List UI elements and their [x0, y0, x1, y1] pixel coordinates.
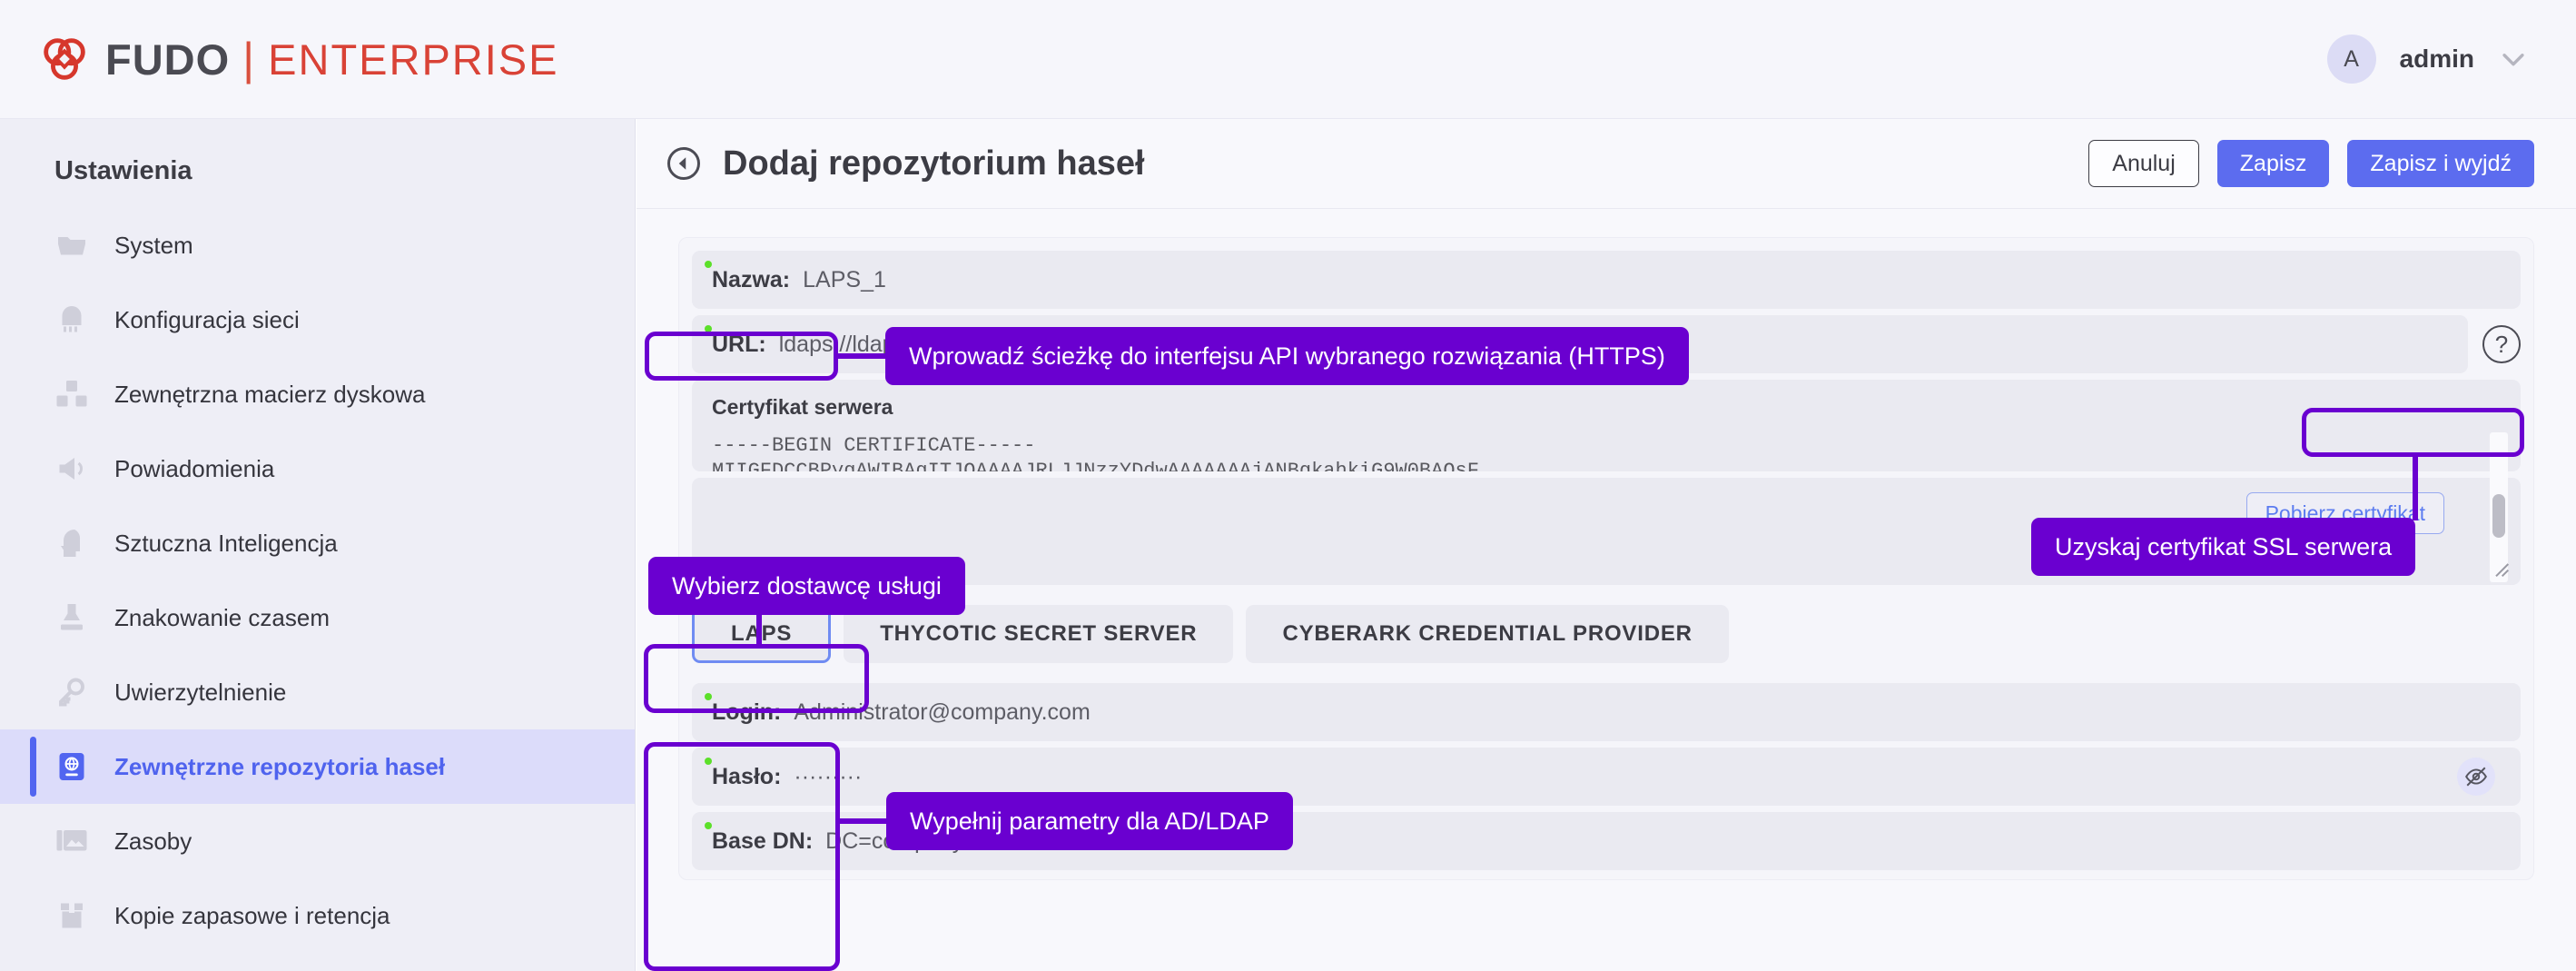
network-port-icon — [54, 302, 89, 337]
url-field-label: URL: — [712, 331, 766, 357]
required-dot-icon — [705, 758, 712, 765]
required-dot-icon — [705, 325, 712, 332]
page-actions: Anuluj Zapisz Zapisz i wyjdź — [2088, 140, 2534, 187]
provider-tabs: LAPS THYCOTIC SECRET SERVER CYBERARK CRE… — [692, 605, 2521, 663]
sidebar-item-label: Znakowanie czasem — [114, 603, 330, 631]
required-dot-icon — [705, 261, 712, 268]
avatar: A — [2326, 35, 2376, 84]
annotation-leader-certificate — [2413, 457, 2418, 520]
save-button[interactable]: Zapisz — [2216, 140, 2330, 187]
sidebar-item-label: Uwierzytelnienie — [114, 678, 287, 706]
logo-primary-text: FUDO — [105, 35, 231, 84]
scrollbar-thumb[interactable] — [2492, 494, 2505, 538]
login-field-label: Login: — [712, 699, 782, 725]
page-header: Dodaj repozytorium haseł Anuluj Zapisz Z… — [637, 119, 2576, 209]
tab-cyberark-credential-provider[interactable]: CYBERARK CREDENTIAL PROVIDER — [1246, 605, 1729, 663]
sidebar-item-uwierzytelnienie[interactable]: Uwierzytelnienie — [0, 655, 635, 729]
sidebar-item-kopie-zapasowe-i-retencja[interactable]: Kopie zapasowe i retencja — [0, 878, 635, 953]
annotation-provider: Wybierz dostawcę usługi — [648, 557, 965, 615]
sidebar-item-powiadomienia[interactable]: Powiadomienia — [0, 431, 635, 506]
sidebar-item-label: Zasoby — [114, 827, 192, 855]
disk-array-icon — [54, 377, 89, 411]
password-field-label: Hasło: — [712, 763, 782, 789]
chevron-down-icon[interactable] — [2498, 44, 2529, 74]
annotation-leader-url — [838, 353, 885, 359]
sidebar-item-label: Zewnętrzne repozytoria haseł — [114, 752, 446, 780]
login-field[interactable]: Login: Administrator@company.com — [692, 683, 2521, 741]
logo-secondary-text: ENTERPRISE — [268, 35, 559, 84]
annotation-leader-credentials — [840, 818, 887, 824]
image-stack-icon — [54, 824, 89, 858]
sidebar-item-sztuczna-inteligencja[interactable]: Sztuczna Inteligencja — [0, 506, 635, 580]
eye-off-icon[interactable] — [2457, 758, 2495, 796]
sidebar-item-zasoby[interactable]: Zasoby — [0, 804, 635, 878]
question-mark-icon[interactable]: ? — [2482, 325, 2521, 363]
sidebar-item-klaster[interactable]: Klaster — [0, 953, 635, 971]
name-field[interactable]: Nazwa: LAPS_1 — [692, 251, 2521, 309]
sidebar-item-label: System — [114, 231, 193, 259]
annotation-leader-provider — [756, 615, 762, 648]
password-field-value: ········· — [794, 763, 863, 789]
brand-logo[interactable]: FUDO | ENTERPRISE — [36, 31, 559, 87]
sidebar-item-system[interactable]: System — [0, 208, 635, 282]
save-and-exit-button[interactable]: Zapisz i wyjdź — [2347, 140, 2534, 187]
annotation-url: Wprowadź ścieżkę do interfejsu API wybra… — [885, 327, 1689, 385]
sidebar-item-znakowanie-czasem[interactable]: Znakowanie czasem — [0, 580, 635, 655]
required-dot-icon — [705, 693, 712, 700]
key-icon — [54, 675, 89, 709]
archive-box-icon — [54, 898, 89, 933]
sidebar-item-label: Konfiguracja sieci — [114, 305, 300, 333]
credentials-group: Login: Administrator@company.com Hasło: … — [692, 683, 2521, 870]
sidebar: Ustawienia System Konfiguracja sieci Zew… — [0, 119, 636, 971]
certificate-scrollbar[interactable] — [2490, 432, 2508, 582]
stamp-icon — [54, 600, 89, 635]
sidebar-item-konfiguracja-sieci[interactable]: Konfiguracja sieci — [0, 282, 635, 357]
sidebar-title: Ustawienia — [54, 156, 192, 185]
certificate-line-1: -----BEGIN CERTIFICATE----- — [712, 434, 1036, 457]
sidebar-nav: System Konfiguracja sieci Zewnętrzna mac… — [0, 208, 635, 971]
sidebar-item-label: Zewnętrzna macierz dyskowa — [114, 380, 426, 408]
megaphone-icon — [54, 451, 89, 486]
annotation-credentials: Wypełnij parametry dla AD/LDAP — [886, 792, 1293, 850]
base-dn-field-label: Base DN: — [712, 827, 814, 854]
folder-icon — [54, 228, 89, 263]
logo-separator: | — [242, 34, 256, 84]
sidebar-item-label: Sztuczna Inteligencja — [114, 529, 338, 557]
tab-thycotic-secret-server[interactable]: THYCOTIC SECRET SERVER — [844, 605, 1234, 663]
user-menu[interactable]: A admin — [2326, 35, 2529, 84]
required-dot-icon — [705, 822, 712, 829]
server-certificate-box[interactable]: Certyfikat serwera -----BEGIN CERTIFICAT… — [692, 380, 2521, 471]
annotation-certificate: Uzyskaj certyfikat SSL serwera — [2031, 518, 2416, 576]
login-field-value: Administrator@company.com — [794, 699, 1091, 725]
sidebar-item-label: Kopie zapasowe i retencja — [114, 901, 390, 929]
cancel-button[interactable]: Anuluj — [2088, 140, 2199, 187]
ai-head-icon — [54, 526, 89, 560]
sidebar-item-zewnetrzna-macierz-dyskowa[interactable]: Zewnętrzna macierz dyskowa — [0, 357, 635, 431]
page-title: Dodaj repozytorium haseł — [723, 144, 1145, 183]
fudo-knot-logo-icon — [36, 31, 93, 87]
top-bar: FUDO | ENTERPRISE A admin — [0, 0, 2576, 119]
back-arrow-icon[interactable] — [667, 147, 700, 180]
certificate-line-2: MIIGFDCCBPygAWIBAgITJQAAAAJRLJJNzzYDdwAA… — [712, 460, 1479, 471]
name-field-label: Nazwa: — [712, 266, 791, 292]
certificate-label: Certyfikat serwera — [712, 395, 893, 419]
resize-handle-icon[interactable] — [2492, 560, 2510, 578]
passport-globe-icon — [54, 749, 89, 784]
username-label: admin — [2399, 45, 2474, 73]
sidebar-item-zewnetrzne-repozytoria-hasel[interactable]: Zewnętrzne repozytoria haseł — [0, 729, 635, 804]
sidebar-item-label: Powiadomienia — [114, 454, 275, 482]
name-field-value: LAPS_1 — [803, 266, 886, 292]
